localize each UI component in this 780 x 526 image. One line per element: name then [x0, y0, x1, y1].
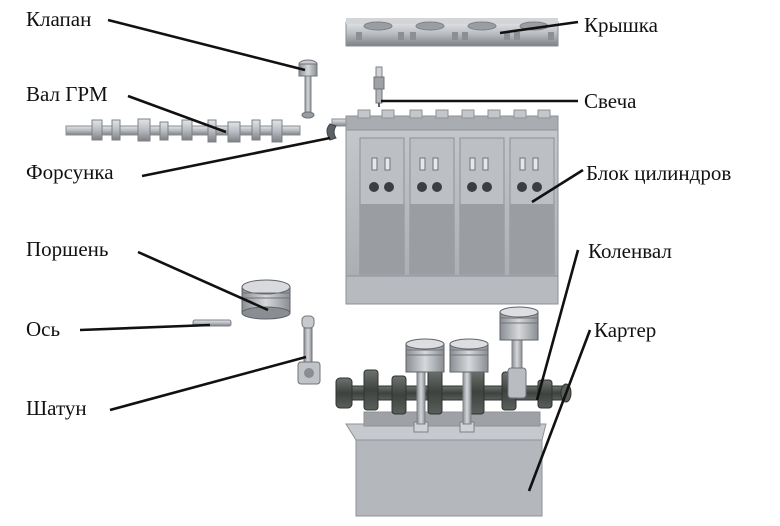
- leader-block: [531, 168, 584, 204]
- crankshaft: [335, 369, 572, 415]
- label-block: Блок цилиндров: [586, 161, 731, 185]
- label-plug: Свеча: [584, 89, 637, 113]
- label-valve: Клапан: [26, 7, 91, 31]
- leader-injector: [141, 136, 331, 178]
- leader-cover: [499, 20, 579, 35]
- leader-camshaft: [127, 94, 227, 134]
- leader-crankcase: [527, 329, 592, 492]
- leader-rod: [109, 355, 307, 412]
- label-crankshaft: Коленвал: [588, 239, 672, 263]
- label-camshaft: Вал ГРМ: [26, 82, 108, 106]
- cylinder-block: [345, 109, 559, 305]
- cylinder-head-cover: [345, 18, 559, 47]
- label-piston: Поршень: [26, 237, 108, 261]
- camshaft: [65, 118, 301, 143]
- leader-lines: [79, 18, 592, 492]
- leader-piston: [137, 250, 269, 312]
- label-rod: Шатун: [26, 396, 87, 420]
- leader-crankshaft: [535, 249, 580, 401]
- piston-assembly-middle: [449, 338, 489, 433]
- label-injector: Форсунка: [26, 160, 114, 184]
- spark-plug: [373, 66, 385, 107]
- crankcase: [345, 411, 547, 517]
- piston-assembly-left: [405, 338, 445, 433]
- valve: [298, 59, 318, 119]
- piston-single: [241, 279, 291, 320]
- leader-valve: [107, 18, 306, 72]
- connecting-rod: [297, 315, 321, 385]
- label-crankcase: Картер: [594, 318, 656, 342]
- label-cover: Крышка: [584, 13, 659, 37]
- piston-assembly-right: [499, 306, 539, 399]
- leader-pin: [79, 323, 211, 332]
- label-pin: Ось: [26, 317, 60, 341]
